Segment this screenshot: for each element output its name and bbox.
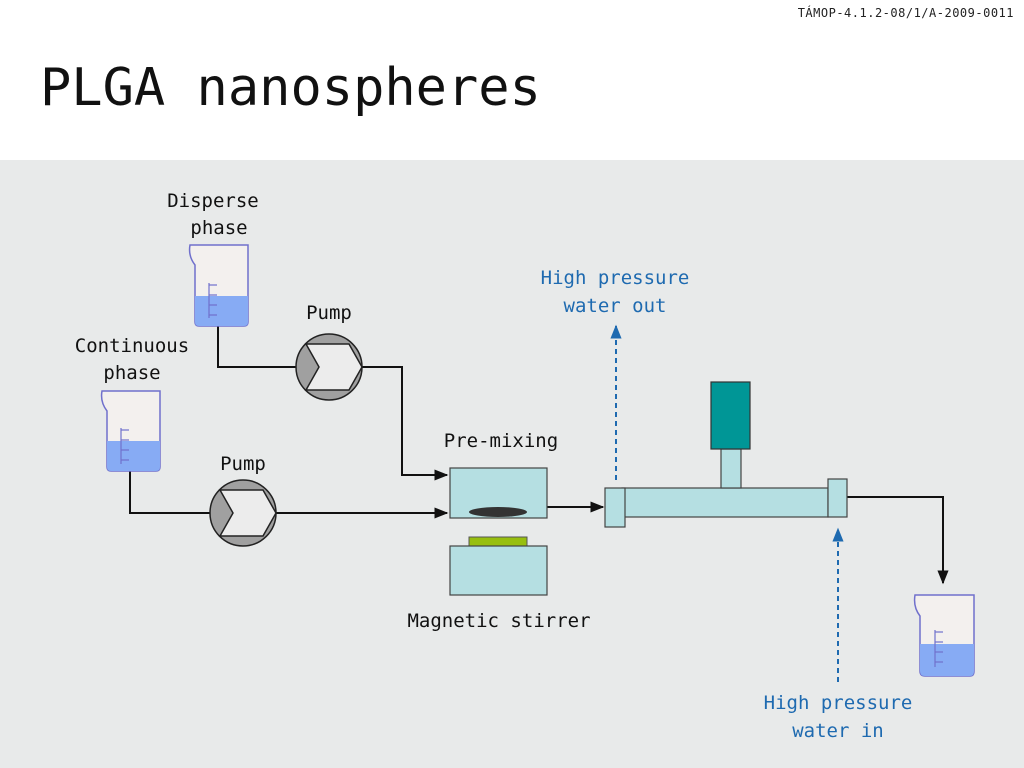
piping <box>129 322 949 585</box>
pump-bottom-icon <box>209 479 277 547</box>
magnetic-stirrer-label: Magnetic stirrer <box>407 610 590 632</box>
pump-top-label: Pump <box>306 302 352 324</box>
diagram-panel <box>0 160 1024 768</box>
pre-mixing-label: Pre-mixing <box>444 430 558 452</box>
water-in-label-line1: High pressure <box>764 692 913 714</box>
pump-top-icon <box>295 333 363 401</box>
page-title: PLGA nanospheres <box>40 58 541 118</box>
water-in-label-line2: water in <box>792 720 884 742</box>
water-out-label-line2: water out <box>564 295 667 317</box>
project-code: TÁMOP-4.1.2-08/1/A-2009-0011 <box>797 6 1014 20</box>
water-out-label-line1: High pressure <box>541 267 690 289</box>
pipe-pump-to-premix-top <box>362 366 449 481</box>
collection-beaker <box>913 594 975 677</box>
stir-bar-icon <box>469 507 527 517</box>
continuous-phase-label-line1: Continuous <box>75 335 189 357</box>
pump-bottom-label: Pump <box>220 453 266 475</box>
pipe-disperse-to-pump <box>217 322 297 368</box>
slide-header: TÁMOP-4.1.2-08/1/A-2009-0011 PLGA nanosp… <box>0 0 1024 160</box>
magnetic-stirrer-icon <box>449 536 548 596</box>
pre-mixing-vessel <box>449 467 548 519</box>
water-flow-arrows <box>610 324 844 682</box>
disperse-phase-label-line2: phase <box>190 217 247 239</box>
disperse-phase-beaker <box>188 244 249 327</box>
disperse-phase-label-line1: Disperse <box>167 190 259 212</box>
continuous-phase-beaker <box>100 390 161 472</box>
continuous-phase-label-line2: phase <box>103 362 160 384</box>
motor-icon <box>710 381 751 450</box>
homogenizer-icon <box>604 381 848 528</box>
pipe-continuous-to-pump <box>129 470 211 514</box>
pipe-homogenizer-to-collection <box>847 496 949 585</box>
